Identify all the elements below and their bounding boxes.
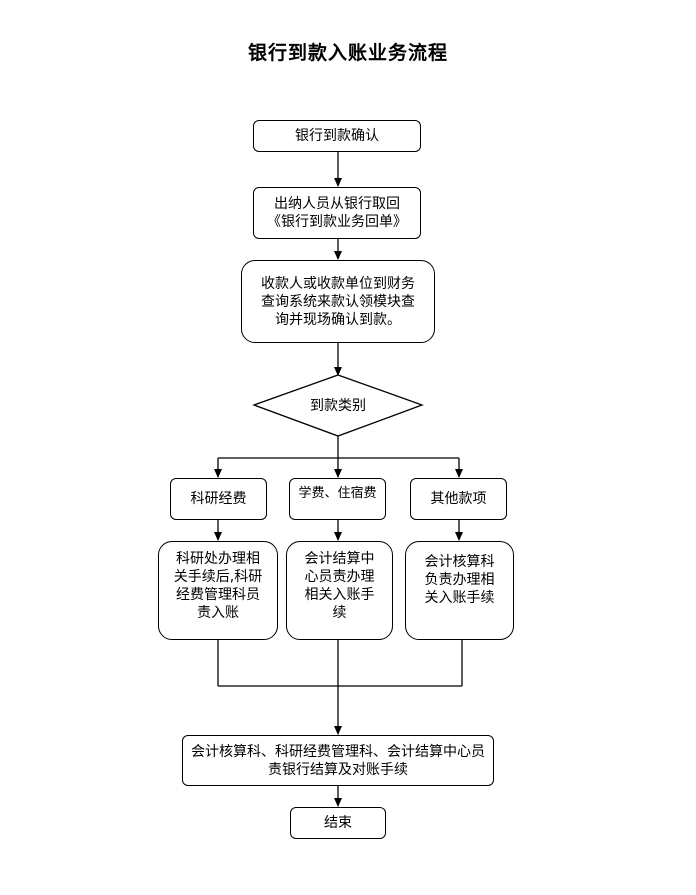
- node-proc-tuition: 会计结算中 心员责办理 相关入账手 续: [286, 541, 393, 640]
- node-payee-confirm: 收款人或收款单位到财务 查询系统来款认领模块查 询并现场确认到款。: [241, 260, 435, 343]
- node-cashier-line1: 出纳人员从银行取回: [274, 196, 400, 212]
- node-proc-tuition-label: 会计结算中 心员责办理 相关入账手 续: [304, 551, 375, 621]
- node-cashier-line2: 《银行到款业务回单》: [267, 214, 407, 230]
- node-end: 结束: [290, 807, 386, 839]
- node-cat-other-label: 其他款项: [430, 491, 487, 507]
- node-cat-research: 科研经费: [170, 478, 267, 520]
- node-cat-tuition-label: 学费、住宿费: [298, 486, 377, 501]
- node-proc-other-label: 会计核算科 负责办理相 关入账手续: [424, 554, 495, 606]
- node-proc-research: 科研处办理相 关手续后,科研 经费管理科员 责入账: [158, 541, 278, 640]
- node-cat-other: 其他款项: [410, 478, 507, 520]
- node-proc-other: 会计核算科 负责办理相 关入账手续: [405, 541, 514, 640]
- node-cat-research-label: 科研经费: [190, 491, 247, 507]
- node-final-process: 会计核算科、科研经费管理科、会计结算中心员 责银行结算及对账手续: [182, 735, 494, 786]
- node-cat-tuition: 学费、住宿费: [289, 478, 386, 520]
- page-title: 银行到款入账业务流程: [247, 42, 448, 64]
- node-bank-confirm-label: 银行到款确认: [295, 128, 379, 144]
- node-cashier-retrieve: 出纳人员从银行取回 《银行到款业务回单》: [253, 187, 421, 239]
- node-bank-confirm: 银行到款确认: [253, 120, 421, 152]
- node-final-process-label: 会计核算科、科研经费管理科、会计结算中心员 责银行结算及对账手续: [191, 743, 485, 778]
- node-payee-confirm-label: 收款人或收款单位到财务 查询系统来款认领模块查 询并现场确认到款。: [261, 275, 415, 328]
- node-proc-research-label: 科研处办理相 关手续后,科研 经费管理科员 责入账: [173, 551, 263, 621]
- decision-label: 到款类别: [310, 398, 366, 414]
- node-end-label: 结束: [324, 815, 352, 831]
